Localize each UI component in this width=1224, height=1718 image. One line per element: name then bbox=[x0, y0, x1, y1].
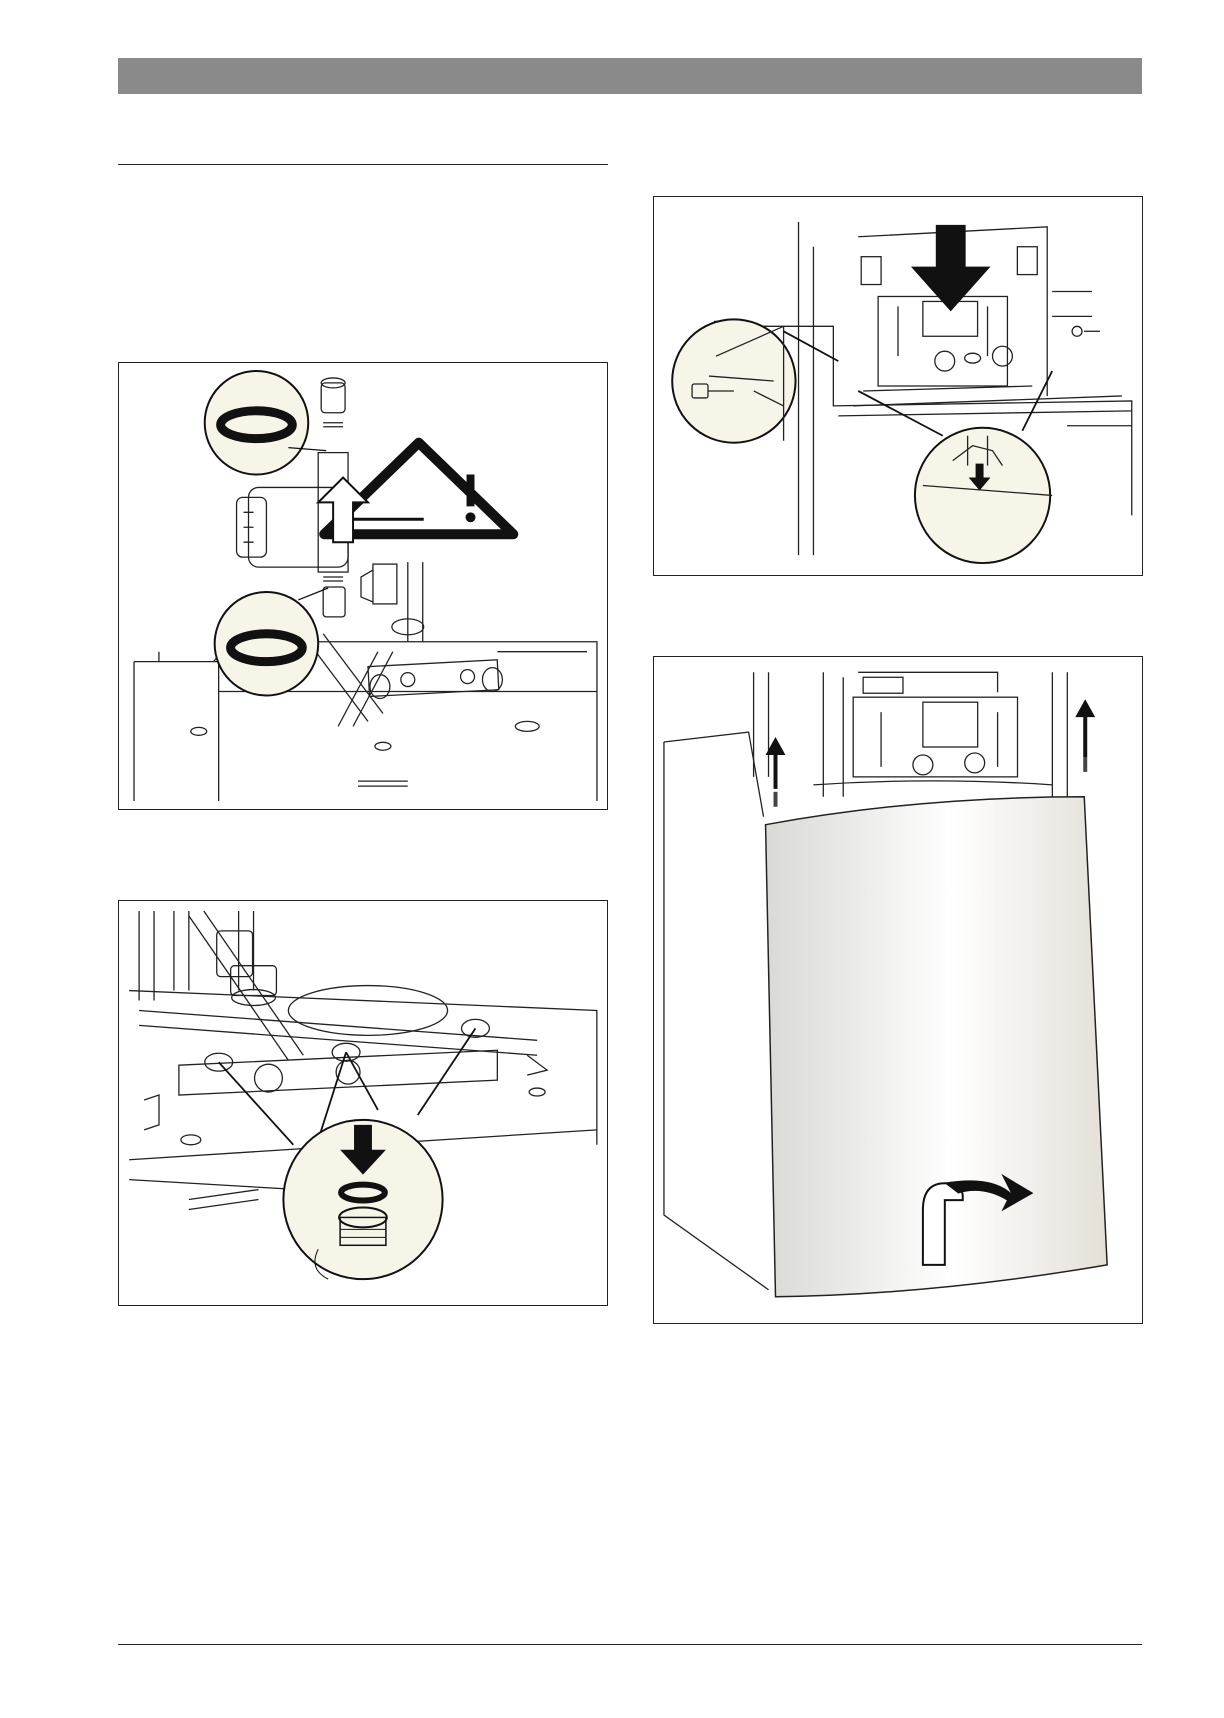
pump-illustration bbox=[119, 363, 607, 809]
seal-ring-icon bbox=[205, 371, 326, 475]
footer-rule bbox=[118, 1644, 1142, 1645]
figure-connection-seals bbox=[118, 900, 608, 1306]
header-bar bbox=[118, 58, 1142, 94]
control-panel-illustration bbox=[654, 197, 1142, 575]
front-casing-illustration bbox=[654, 657, 1142, 1323]
figure-pump-seals bbox=[118, 362, 608, 810]
section-rule bbox=[118, 164, 608, 165]
down-arrow-icon bbox=[911, 225, 991, 312]
up-arrow-icon bbox=[1075, 699, 1095, 772]
figure-front-casing bbox=[653, 656, 1143, 1324]
seal-ring-icon bbox=[215, 588, 328, 696]
connection-seals-illustration bbox=[119, 901, 607, 1305]
figure-control-panel bbox=[653, 196, 1143, 576]
